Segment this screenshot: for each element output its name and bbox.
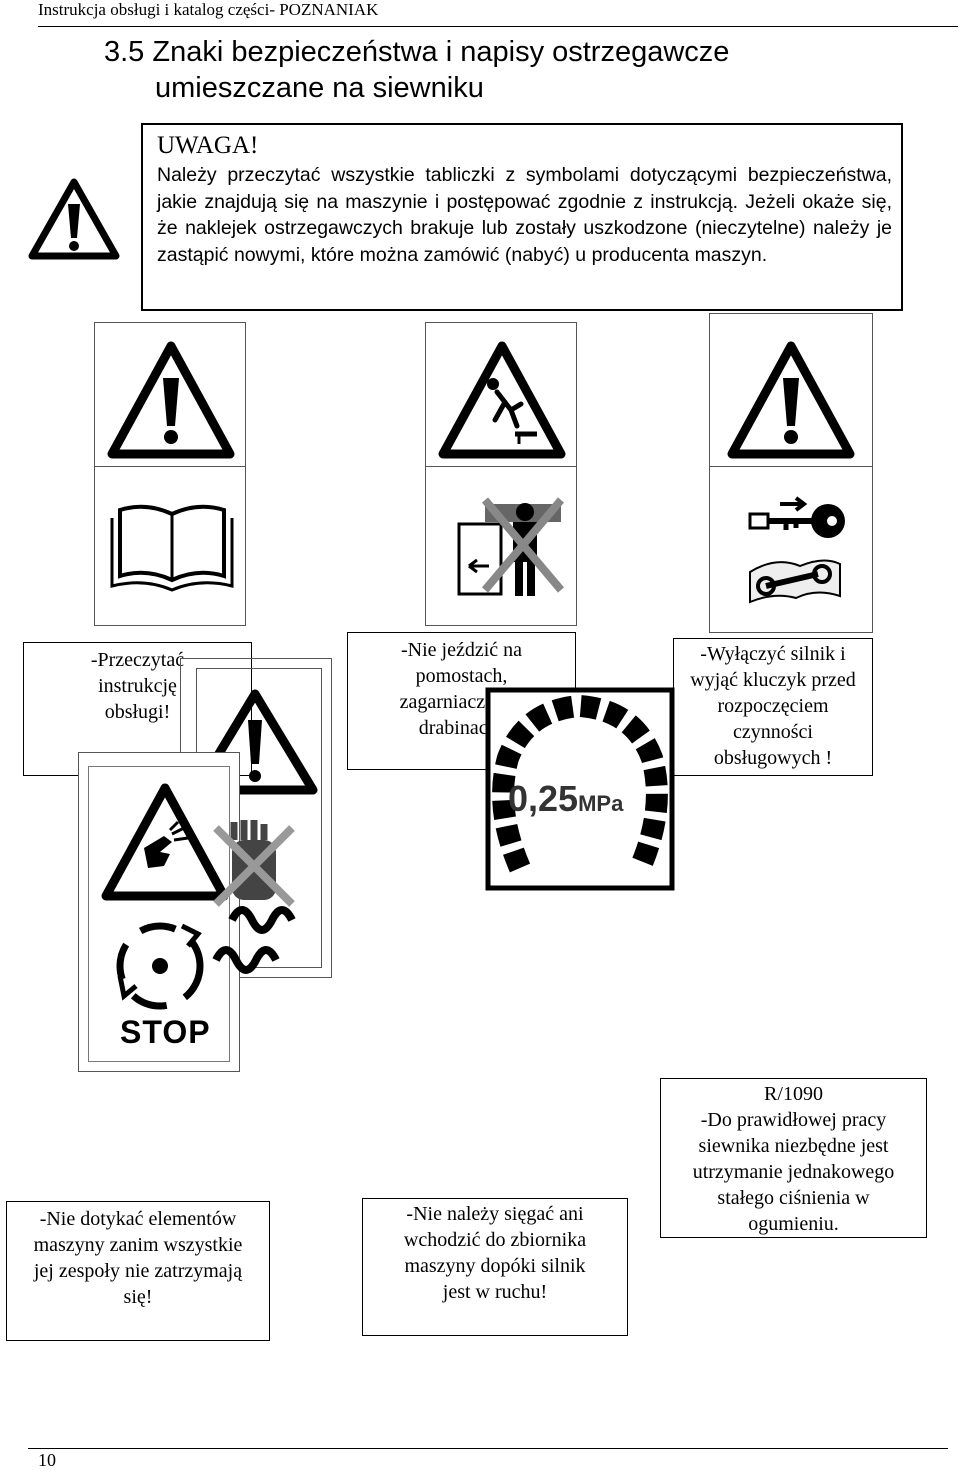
sign-no-riding xyxy=(425,322,577,626)
caption-line: się! xyxy=(123,1286,153,1308)
pressure-number: 0,25 xyxy=(508,778,579,819)
warning-triangle-icon xyxy=(107,341,235,459)
caption-line: obsługowych ! xyxy=(713,747,833,769)
caption-line: wyjąć kluczyk przed xyxy=(690,669,856,691)
page-number: 10 xyxy=(38,1450,56,1470)
pressure-value: 0,25MPa xyxy=(508,778,623,820)
warning-triangle-icon xyxy=(192,689,318,795)
footer-divider xyxy=(28,1448,948,1449)
section-title: 3.5 Znaki bezpieczeństwa i napisy ostrze… xyxy=(104,34,729,106)
caption-line: drabinach! xyxy=(418,717,505,739)
caption-line: stałego ciśnienia w xyxy=(717,1187,870,1209)
no-standing-platform-icon xyxy=(457,497,565,596)
no-touch-hand-icon xyxy=(212,820,296,974)
caption-line: jest w ruchu! xyxy=(442,1281,548,1303)
pressure-unit: MPa xyxy=(578,791,624,816)
caption-line: -Do prawidłowej pracy xyxy=(700,1109,887,1131)
caption-line: wchodzić do zbiornika xyxy=(403,1229,587,1251)
hand-crush-icon xyxy=(101,783,229,901)
falling-person-icon xyxy=(438,341,566,459)
caption-turn-off: -Wyłączyć silnik i wyjąć kluczyk przed r… xyxy=(673,638,873,776)
caption-line: -Nie jeździć na xyxy=(400,639,523,661)
caption-read-manual-text: -Przeczytać instrukcję obsługi! xyxy=(90,649,185,723)
rotating-arrows-icon xyxy=(116,922,204,1010)
warning-triangle-icon xyxy=(28,178,120,260)
stop-label: STOP xyxy=(120,1014,211,1050)
section-title-line2: umieszczane na siewniku xyxy=(155,72,484,104)
header-divider xyxy=(38,26,958,27)
document-header: Instrukcja obsługi i katalog części- POZ… xyxy=(38,0,379,19)
caption-line: czynności xyxy=(733,721,813,743)
caption-line: R/1090 xyxy=(764,1083,823,1105)
caption-pressure: R/1090 -Do prawidłowej pracy siewnika ni… xyxy=(660,1078,927,1238)
open-book-icon xyxy=(110,504,234,592)
caption-line: -Nie dotykać elementów xyxy=(39,1208,237,1230)
wrench-icon xyxy=(749,559,841,604)
warning-body: Należy przeczytać wszystkie tabliczki z … xyxy=(157,164,892,266)
caption-line: maszyny zanim wszystkie xyxy=(33,1234,243,1256)
caption-line: rozpoczęciem xyxy=(717,695,829,717)
caption-line: siewnika niezbędne jest xyxy=(698,1135,889,1157)
caption-line: jej zespoły nie zatrzymają xyxy=(33,1260,243,1282)
sign-read-manual xyxy=(94,322,246,626)
caption-no-reach: -Nie należy sięgać ani wchodzić do zbior… xyxy=(362,1198,628,1336)
caption-line: maszyny dopóki silnik xyxy=(404,1255,586,1277)
caption-line: -Nie należy sięgać ani xyxy=(406,1203,584,1225)
caption-no-touch: -Nie dotykać elementów maszyny zanim wsz… xyxy=(6,1201,270,1341)
tire-pressure-icon xyxy=(485,687,675,891)
key-icon xyxy=(748,496,845,538)
caption-line: pomostach, xyxy=(415,665,508,687)
warning-box xyxy=(141,123,903,311)
caption-line: -Wyłączyć silnik i xyxy=(700,643,846,665)
caption-line: utrzymanie jednakowego xyxy=(692,1161,895,1183)
caption-line: ogumieniu. xyxy=(748,1213,839,1235)
warning-heading: UWAGA! xyxy=(157,132,259,159)
sign-turn-off xyxy=(709,313,873,633)
section-title-line1: 3.5 Znaki bezpieczeństwa i napisy ostrze… xyxy=(104,36,730,68)
warning-triangle-icon xyxy=(727,341,855,459)
